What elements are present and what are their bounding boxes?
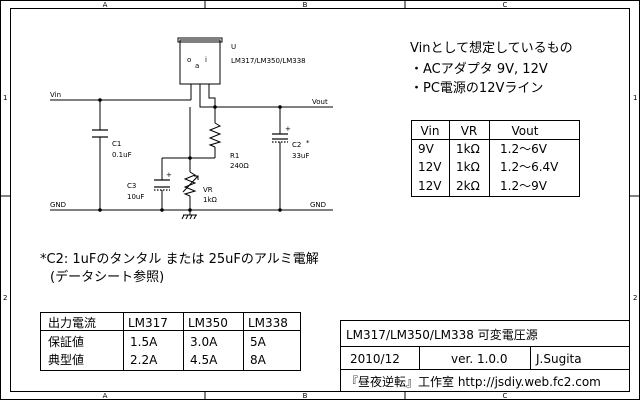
schematic-wires xyxy=(50,84,333,215)
title-block-title: LM317/LM350/LM338 可変電圧源 xyxy=(346,327,538,342)
capacitor-c2-symbol xyxy=(272,133,288,143)
column-label-a-bottom: A xyxy=(103,392,108,400)
r1-ref: R1 xyxy=(230,152,239,160)
net-label-vin: Vin xyxy=(50,91,61,99)
current-table-header: LM350 xyxy=(188,316,228,330)
resistor-r1-symbol xyxy=(208,122,222,148)
current-table-header: 出力電流 xyxy=(48,316,96,330)
column-label-c: C xyxy=(503,1,508,9)
c2-plus: + xyxy=(285,125,291,133)
c1-value: 0.1uF xyxy=(112,151,132,159)
net-label-gnd-right: GND xyxy=(310,201,326,209)
title-block-author: J.Sugita xyxy=(535,352,582,366)
output-table-cell: 1.2〜6V xyxy=(500,142,548,156)
current-table-cell: 典型値 xyxy=(48,352,84,367)
junction-dot xyxy=(213,105,217,109)
c1-ref: C1 xyxy=(112,140,121,148)
title-block-footer: 『昼夜逆転』工作室 http://jsdiy.web.fc2.com xyxy=(346,374,601,389)
current-table-cell: 5A xyxy=(250,335,267,349)
row-label-1-right: 1 xyxy=(633,94,637,102)
column-label-b-bottom: B xyxy=(303,392,308,400)
r1-value: 240Ω xyxy=(230,162,249,170)
output-table-cell: 12V xyxy=(418,179,442,193)
title-block-date: 2010/12 xyxy=(350,352,400,366)
current-table-cell: 1.5A xyxy=(130,335,158,349)
current-table-cell: 8A xyxy=(250,353,267,367)
c2-note-line-1: *C2: 1uFのタンタル または 25uFのアルミ電解 xyxy=(40,252,319,267)
assumed-vin-item-1: ・ACアダプタ 9V, 12V xyxy=(410,62,548,77)
assumed-vin-item-2: ・PC電源の12Vライン xyxy=(410,81,543,96)
c3-plus: + xyxy=(166,171,172,179)
title-block-version: ver. 1.0.0 xyxy=(451,352,507,366)
output-table-header-vin: Vin xyxy=(421,124,440,138)
junction-dot xyxy=(188,156,192,160)
output-table-cell: 1kΩ xyxy=(456,142,480,156)
c2-value: 33uF xyxy=(292,152,309,160)
output-table-cell: 1.2〜6.4V xyxy=(500,160,559,174)
junction-dot xyxy=(98,98,102,102)
current-table-cell: 3.0A xyxy=(190,335,218,349)
output-table-header-vr: VR xyxy=(461,124,478,138)
row-label-2-right: 2 xyxy=(633,294,637,302)
output-table-cell: 12V xyxy=(418,160,442,174)
output-table-cell: 1.2〜9V xyxy=(500,179,548,193)
capacitor-c3-symbol xyxy=(154,179,170,191)
junction-dot xyxy=(188,208,192,212)
output-current-table xyxy=(40,312,301,371)
ic-part: LM317/LM350/LM338 xyxy=(231,57,306,65)
column-label-b: B xyxy=(303,1,308,9)
column-label-a: A xyxy=(103,1,108,9)
assumed-vin-title: Vinとして想定しているもの xyxy=(410,40,573,56)
capacitor-c1-symbol xyxy=(92,129,108,138)
net-label-gnd-left: GND xyxy=(50,201,66,209)
c3-value: 10uF xyxy=(127,193,144,201)
potentiometer-vr-symbol xyxy=(182,171,199,197)
title-block xyxy=(340,320,630,392)
junction-dots xyxy=(98,98,282,212)
output-table-cell: 2kΩ xyxy=(456,179,480,193)
c2-ref: C2 xyxy=(292,141,301,149)
ic-pin-label: a xyxy=(195,62,199,70)
ic-pin-label: o xyxy=(187,56,191,64)
c2-mark: * xyxy=(306,139,310,147)
net-label-vout: Vout xyxy=(312,98,328,106)
junction-dot xyxy=(278,105,282,109)
ic-pin-label: i xyxy=(205,56,207,64)
current-table-cell: 保証値 xyxy=(48,334,84,349)
ground-symbol xyxy=(181,214,197,220)
junction-dot xyxy=(98,208,102,212)
row-label-1: 1 xyxy=(3,94,7,102)
regulator-ic xyxy=(177,37,223,85)
current-table-cell: 2.2A xyxy=(130,353,158,367)
junction-dot xyxy=(278,208,282,212)
junction-dot xyxy=(160,208,164,212)
output-table-cell: 9V xyxy=(418,142,435,156)
current-table-header: LM338 xyxy=(248,316,288,330)
current-table-header: LM317 xyxy=(128,316,168,330)
c3-ref: C3 xyxy=(127,182,136,190)
ic-ref: U xyxy=(231,43,236,51)
column-label-c-bottom: C xyxy=(503,392,508,400)
output-table-header-vout: Vout xyxy=(512,124,539,138)
vr-value: 1kΩ xyxy=(203,196,218,204)
row-label-2: 2 xyxy=(3,294,7,302)
c2-note-line-2: (データシート参照) xyxy=(50,269,164,285)
output-table-cell: 1kΩ xyxy=(456,160,480,174)
current-table-cell: 4.5A xyxy=(190,353,218,367)
output-voltage-table xyxy=(411,120,580,197)
vr-ref: VR xyxy=(203,186,213,194)
